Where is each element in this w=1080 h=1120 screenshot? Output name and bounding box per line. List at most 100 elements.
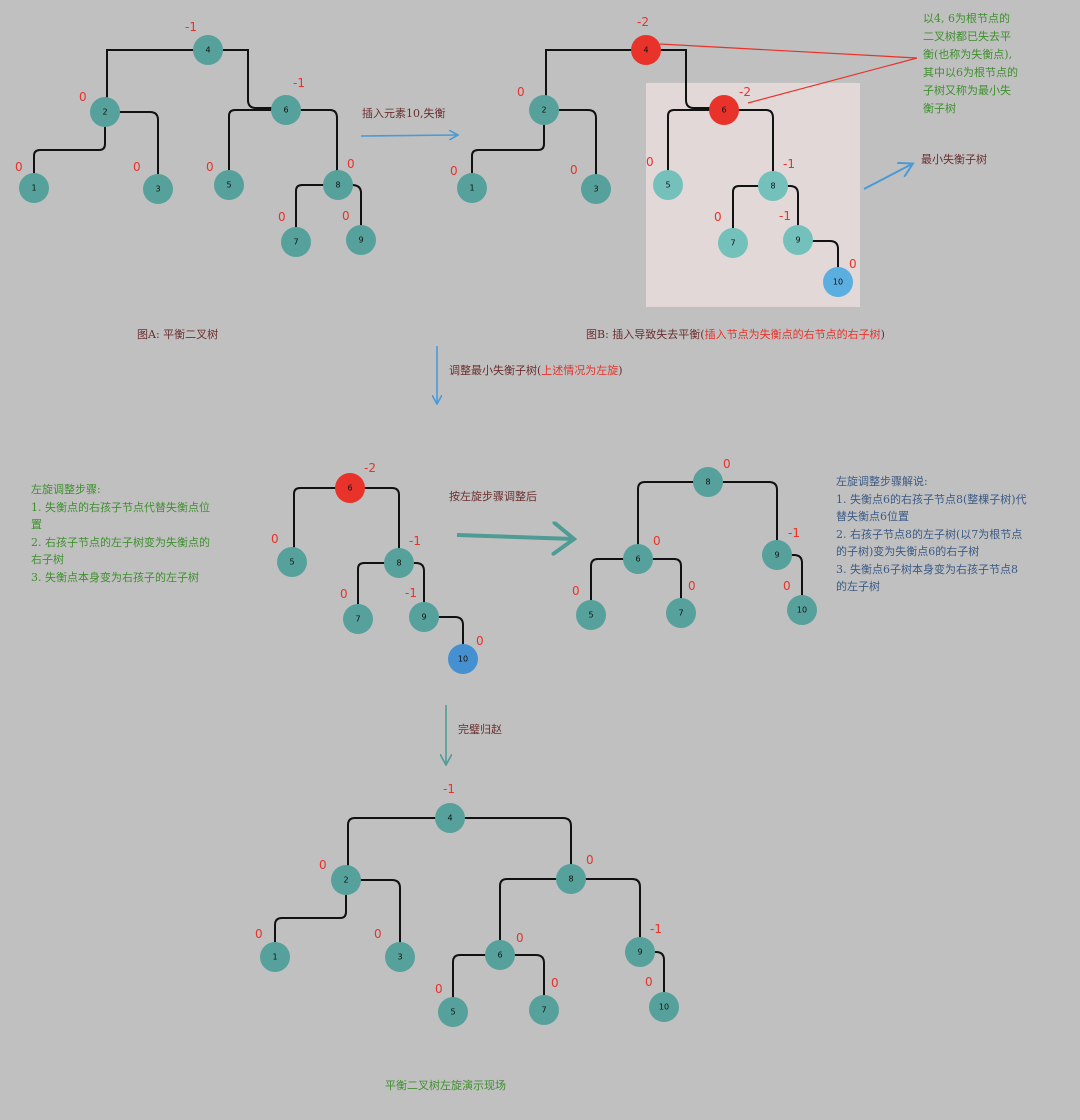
balance-factor-label: -1 <box>788 526 800 540</box>
balance-factor-label: -1 <box>185 20 197 34</box>
tree-node-label: 5 <box>588 611 593 620</box>
balance-factor-label: 0 <box>570 163 578 177</box>
tree-node-label: 5 <box>226 181 231 190</box>
tree-c <box>293 487 464 657</box>
adjust-arrow-label: 调整最小失衡子树(上述情况为左旋) <box>449 363 623 377</box>
tree-e <box>274 817 665 1010</box>
tree-node-circle <box>435 803 465 833</box>
balance-factor-label: -2 <box>637 15 649 29</box>
insert-arrow-label: 插入元素10,失衡 <box>362 106 446 120</box>
note-line: 衡(也称为失衡点), <box>923 47 1012 61</box>
tree-node-circle <box>335 473 365 503</box>
steps-line: 3. 失衡点本身变为右孩子的左子树 <box>31 570 199 584</box>
balance-factor-label: 0 <box>278 210 286 224</box>
tree-node-circle <box>143 174 173 204</box>
balance-factor-label: 0 <box>255 927 263 941</box>
tree-node-circle <box>385 942 415 972</box>
explain-line: 1. 失衡点6的右孩子节点8(整棵子树)代 <box>836 492 1027 506</box>
tree-node-label: 1 <box>31 184 36 193</box>
tree-node-circle <box>653 170 683 200</box>
explain-title: 左旋调整步骤解说: <box>836 474 928 488</box>
tree-node-label: 6 <box>635 555 640 564</box>
tree-node-label: 10 <box>797 606 807 615</box>
tree-node-label: 7 <box>293 238 298 247</box>
steps-line: 1. 失衡点的右孩子节点代替失衡点位 <box>31 500 210 514</box>
tree-node-circle <box>529 95 559 125</box>
steps-line: 置 <box>31 518 42 531</box>
tree-node-label: 8 <box>568 875 573 884</box>
tree-node-label: 6 <box>347 484 352 493</box>
tree-node-label: 7 <box>355 615 360 624</box>
balance-factor-label: -1 <box>405 586 417 600</box>
tree-d <box>590 481 803 613</box>
bottom-caption: 平衡二叉树左旋演示现场 <box>385 1078 506 1092</box>
tree-node-label: 6 <box>283 106 288 115</box>
min-subtree-arrow <box>863 164 912 190</box>
tree-node-circle <box>271 95 301 125</box>
note-line: 衡子树 <box>923 101 956 115</box>
rotate-result-arrow <box>456 535 574 539</box>
tree-node-circle <box>758 171 788 201</box>
tree-node-circle <box>323 170 353 200</box>
balance-factor-label: 0 <box>551 976 559 990</box>
tree-b <box>471 49 839 280</box>
tree-node-circle <box>625 937 655 967</box>
rotation-explanation: 左旋调整步骤解说: 1. 失衡点6的右孩子节点8(整棵子树)代 替失衡点6位置 … <box>836 474 1027 593</box>
unbalanced-note: 以4, 6为根节点的 二叉树都已失去平 衡(也称为失衡点), 其中以6为根节点的… <box>923 11 1018 115</box>
tree-a <box>33 49 362 240</box>
tree-node-label: 4 <box>205 46 210 55</box>
min-unbalanced-subtree-highlight <box>646 83 860 307</box>
tree-node-circle <box>631 35 661 65</box>
tree-node-label: 5 <box>665 181 670 190</box>
tree-node-label: 9 <box>637 948 642 957</box>
balance-factor-label: 0 <box>653 534 661 548</box>
fig-b-caption-prefix: 图B: 插入导致失去平衡( <box>586 327 705 341</box>
tree-node-circle <box>457 173 487 203</box>
balance-factor-label: 0 <box>347 157 355 171</box>
tree-node-circle <box>762 540 792 570</box>
fig-b-caption-suffix: ) <box>881 328 885 341</box>
tree-node-label: 3 <box>397 953 402 962</box>
tree-node-label: 8 <box>770 182 775 191</box>
rotate-result-label: 按左旋步骤调整后 <box>449 489 537 503</box>
tree-node-label: 5 <box>450 1008 455 1017</box>
tree-node-label: 9 <box>795 236 800 245</box>
balance-factor-label: 0 <box>586 853 594 867</box>
balance-factor-label: -1 <box>293 76 305 90</box>
balance-factor-label: 0 <box>15 160 23 174</box>
tree-node-circle <box>787 595 817 625</box>
balance-factor-label: 0 <box>435 982 443 996</box>
fig-b-caption-highlight: 插入节点为失衡点的右节点的右子树 <box>705 327 881 341</box>
balance-factor-label: 0 <box>374 927 382 941</box>
balance-factor-label: -2 <box>739 85 751 99</box>
tree-node-circle <box>214 170 244 200</box>
balance-factor-label: -2 <box>364 461 376 475</box>
explain-line: 的子树)变为失衡点6的右子树 <box>836 544 979 558</box>
tree-node-label: 2 <box>541 106 546 115</box>
explain-line: 的左子树 <box>836 579 880 593</box>
tree-node-circle <box>529 995 559 1025</box>
balance-factor-label: 0 <box>723 457 731 471</box>
tree-node-label: 5 <box>289 558 294 567</box>
note-pointer-line <box>747 57 918 104</box>
tree-node-label: 4 <box>447 814 452 823</box>
tree-node-circle <box>260 942 290 972</box>
balance-factor-label: 0 <box>206 160 214 174</box>
tree-node-circle <box>666 598 696 628</box>
balance-factor-label: 0 <box>517 85 525 99</box>
tree-node-label: 4 <box>643 46 648 55</box>
tree-node-circle <box>19 173 49 203</box>
tree-node-circle <box>485 940 515 970</box>
tree-node-circle <box>384 548 414 578</box>
note-line: 以4, 6为根节点的 <box>923 11 1010 25</box>
tree-node-circle <box>823 267 853 297</box>
tree-node-circle <box>556 864 586 894</box>
adjust-label-highlight: 上述情况为左旋 <box>541 363 618 377</box>
tree-node-circle <box>718 228 748 258</box>
